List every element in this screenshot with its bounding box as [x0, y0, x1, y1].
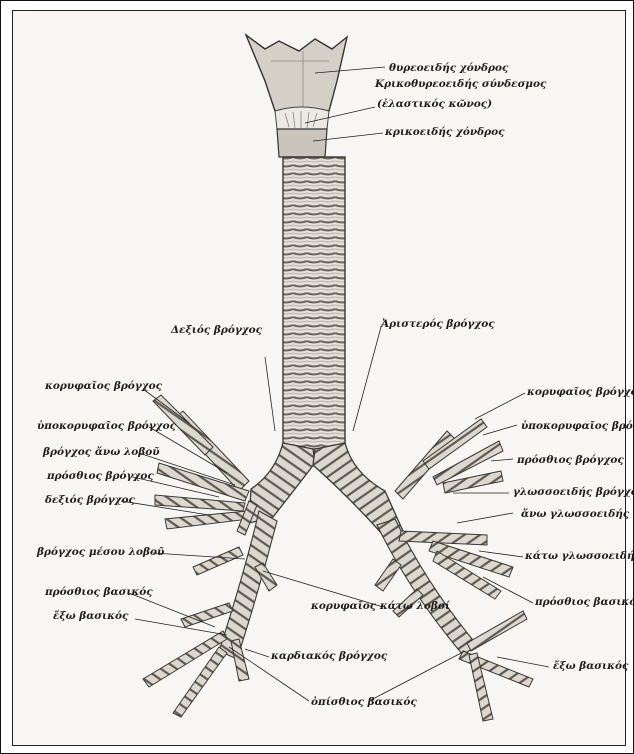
label-upper-lingular: ἄνω γλωσσοειδής	[521, 509, 629, 520]
label-middle-lobe-bronchus: βρόγχος μέσου λοβοῦ	[37, 547, 164, 558]
left-branches-drawing	[375, 419, 533, 721]
label-apical-bronchus-left: κορυφαῖος βρόγχος	[527, 387, 634, 398]
trachea-drawing	[283, 157, 345, 449]
label-anterior-bronchus-left: πρόσθιος βρόγχος	[517, 455, 624, 466]
label-upper-lobe-bronchus: βρόγχος ἄνω λοβοῦ	[43, 447, 160, 458]
label-right-bronchus: Δεξιός βρόγχος	[171, 325, 262, 336]
label-elastic-cone: (ἐλαστικός κῶνος)	[377, 99, 492, 110]
label-lower-lingular: κάτω γλωσσοειδής	[525, 551, 634, 562]
label-lingular-bronchus: γλωσσοειδής βρόγχος	[513, 487, 634, 498]
label-lateral-basal-left: ἔξω βασικός	[553, 661, 628, 672]
label-thyroid-cartilage: θυρεοειδής χόνδρος	[389, 63, 508, 74]
label-subapical-bronchus-right: ὑποκορυφαῖος βρόγχος	[37, 421, 176, 432]
label-posterior-basal: ὀπίσθιος βασικός	[311, 697, 417, 708]
label-anterior-basal-right: πρόσθιος βασικός	[45, 587, 153, 598]
cricothyroid-ligament-drawing	[275, 107, 329, 129]
label-cricoid-cartilage: κρικοειδής χόνδρος	[385, 127, 505, 138]
label-cardiac-bronchus: καρδιακός βρόγχος	[271, 651, 387, 662]
label-left-bronchus: Ἀριστερός βρόγχος	[381, 319, 495, 330]
label-subapical-bronchus-left: ὑποκορυφαῖος βρόγχος	[521, 421, 634, 432]
label-anterior-basal-left: πρόσθιος βασικός	[535, 597, 634, 608]
label-lateral-basal-right: ἔξω βασικός	[53, 611, 128, 622]
figure-panel: θυρεοειδής χόνδρος Κρικοθυρεοειδής σύνδε…	[12, 10, 626, 746]
thyroid-cartilage-drawing	[246, 35, 347, 111]
label-right-bronchus-lower: δεξιός βρόγχος	[45, 495, 135, 506]
cricoid-cartilage-drawing	[277, 129, 327, 157]
label-apical-lower-lobes: κορυφαῖος κάτω λοβοί	[311, 601, 450, 612]
airway-illustration	[13, 11, 625, 745]
label-apical-bronchus-right: κορυφαῖος βρόγχος	[45, 381, 162, 392]
label-cricothyroid-ligament: Κρικοθυρεοειδής σύνδεσμος	[375, 79, 546, 90]
label-anterior-bronchus-right: πρόσθιος βρόγχος	[47, 471, 154, 482]
